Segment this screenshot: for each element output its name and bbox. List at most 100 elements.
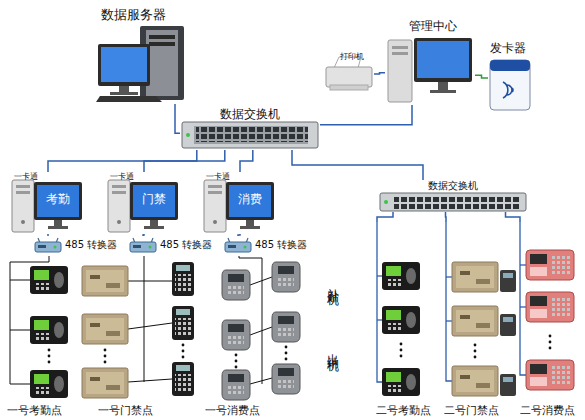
network-cable xyxy=(320,105,412,125)
monitor-screen xyxy=(101,47,147,82)
network-cable xyxy=(144,150,225,172)
converter-icon xyxy=(225,238,251,252)
bus-line xyxy=(262,260,263,384)
port-panel xyxy=(194,126,308,144)
node-label: 485 转换器 xyxy=(160,239,212,251)
converter-node: 485 转换器 xyxy=(225,236,325,256)
monitor-stand xyxy=(119,86,129,92)
more-dots xyxy=(474,344,477,359)
status-led xyxy=(186,133,190,137)
switch-body xyxy=(182,122,318,148)
device-group: 二号消费点 xyxy=(514,222,584,420)
workstation-icon xyxy=(204,180,274,232)
door-reader xyxy=(172,262,194,296)
monitor-base xyxy=(110,92,138,95)
group-label: 一号考勤点 xyxy=(7,405,62,418)
device-group: 二号考勤点 xyxy=(370,222,436,420)
bus-stub xyxy=(10,280,30,281)
switch-illustration xyxy=(380,193,526,211)
more-dots xyxy=(400,343,403,358)
bus-stub xyxy=(250,277,272,285)
more-dots xyxy=(235,354,238,369)
attendance-terminal xyxy=(382,306,420,334)
printer-node: 打印机 xyxy=(322,52,374,96)
network-cable xyxy=(374,73,385,74)
group-label: 二号考勤点 xyxy=(376,405,431,418)
bus-stub xyxy=(128,281,172,282)
network-cable xyxy=(175,104,180,133)
switch-illustration xyxy=(182,122,318,148)
more-dots xyxy=(104,349,107,364)
attendance-terminal xyxy=(382,368,420,396)
management-pc xyxy=(388,38,472,102)
pos-terminal xyxy=(222,270,250,300)
port-row xyxy=(196,127,308,142)
node-label: 数据服务器 xyxy=(101,8,166,23)
printer-illustration xyxy=(326,57,372,90)
network-cable xyxy=(240,150,253,172)
device-group: 一号考勤点 xyxy=(5,262,80,420)
network-cable xyxy=(445,212,447,222)
device-group: 一号门禁点 xyxy=(80,262,200,420)
screen-label: 消费 xyxy=(229,193,271,207)
network-cable xyxy=(143,234,144,236)
card-reader xyxy=(500,270,516,292)
door-reader xyxy=(172,306,194,340)
workstation-icon xyxy=(108,180,178,232)
lan-stub xyxy=(446,320,452,321)
network-cable xyxy=(377,212,393,222)
bus-stub xyxy=(128,323,172,329)
converter-icon xyxy=(130,238,156,252)
converter-node: 485 转换器 xyxy=(130,236,230,256)
lan-stub xyxy=(520,306,526,307)
door-controller xyxy=(82,266,128,296)
switch-node: 数据交换机 xyxy=(378,180,528,212)
pos-terminal xyxy=(272,262,300,292)
attendance-terminal xyxy=(30,370,68,398)
rfid-symbol xyxy=(503,82,513,98)
port-row xyxy=(394,195,520,209)
management-node: 管理中心 xyxy=(385,20,475,105)
lan-stub xyxy=(446,276,452,277)
node-label: 485 转换器 xyxy=(255,239,307,251)
device-label: 出纳机 xyxy=(326,344,339,353)
node-label: 数据交换机 xyxy=(180,108,320,122)
node-label: 打印机 xyxy=(340,52,364,61)
pos-terminal xyxy=(526,360,574,390)
lan-line xyxy=(377,222,382,382)
drive-bay xyxy=(392,52,408,55)
node-label: 485 转换器 xyxy=(65,239,117,251)
card-reader xyxy=(500,314,516,336)
pos-terminal xyxy=(526,292,574,322)
screen-label: 门禁 xyxy=(133,193,175,207)
monitor-frame xyxy=(98,44,150,86)
monitor-frame xyxy=(414,38,472,82)
attendance-terminal xyxy=(30,266,68,294)
workstation-icon xyxy=(12,180,82,232)
door-reader xyxy=(172,362,194,396)
bus-line xyxy=(144,262,145,382)
attendance-terminal xyxy=(30,316,68,344)
door-controller xyxy=(452,306,498,336)
network-cable xyxy=(292,150,423,180)
card-issuer-node: 发卡器 xyxy=(488,42,538,114)
lan-wiring xyxy=(377,222,526,382)
network-cable xyxy=(238,234,240,236)
card-reader xyxy=(500,374,516,396)
card-issuer xyxy=(490,60,530,110)
drive-bay xyxy=(149,42,175,46)
status-led xyxy=(384,200,388,204)
drive-bay xyxy=(149,35,175,39)
converter-node: 485 转换器 xyxy=(35,236,135,256)
node-label: 一卡通 xyxy=(206,172,230,181)
lan-stub xyxy=(377,275,382,276)
pc-tower xyxy=(388,40,412,102)
bus-stub xyxy=(128,379,172,382)
device-group: 二号门禁点 xyxy=(440,222,512,420)
group-label: 一号消费点 xyxy=(205,405,260,418)
screen-label: 考勤 xyxy=(37,193,79,207)
drive-bay xyxy=(392,46,408,49)
